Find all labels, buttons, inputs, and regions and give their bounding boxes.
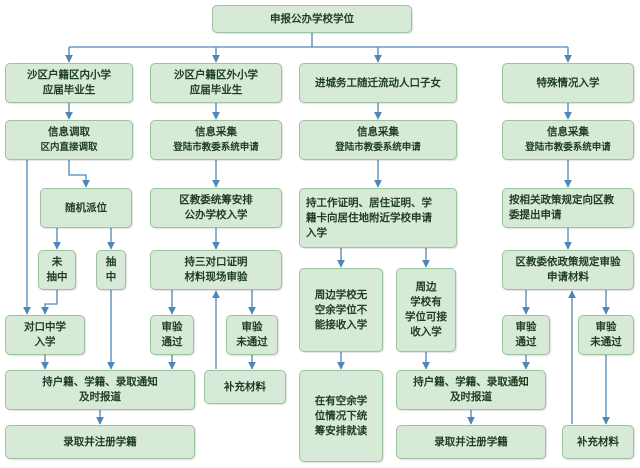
node-text-line: 登陆市教委系统申请 — [525, 142, 611, 153]
node-text-line: 及时报道 — [79, 391, 121, 403]
node-text-line: 抽中 — [46, 271, 68, 283]
node-text-line: 公办学校入学 — [184, 209, 248, 221]
c3-info-node: 信息采集登陆市教委系统申请 — [299, 120, 457, 160]
c2-arrange-node: 区教委统筹安排公办学校入学 — [150, 188, 282, 228]
node-text-line: 应届毕业生 — [189, 84, 243, 96]
node-text-line: 信息采集 — [357, 126, 399, 138]
node-text-line: 申请材料 — [547, 271, 589, 283]
node-text-line: 申报公办学校学位 — [270, 12, 354, 25]
node-text-line: 材料现场审验 — [184, 271, 248, 283]
node-text-line: 信息采集 — [547, 126, 589, 138]
node-text-line: 在有空余学 — [314, 394, 368, 407]
node-text-line: 审验 — [595, 321, 617, 333]
node-text-line: 区内直接调取 — [40, 142, 98, 153]
report-left-node: 持户籍、学籍、录取通知及时报道 — [5, 370, 195, 410]
c3-apply-node: 持工作证明、居住证明、学籍卡向居住地附近学校申请入学 — [299, 188, 457, 248]
c4-fail-node: 审验未通过 — [578, 315, 634, 355]
c4-submit-node: 按相关政策规定向区教委提出申请 — [502, 188, 634, 228]
node-text-line: 应届毕业生 — [42, 84, 96, 96]
node-text-line: 信息调取 — [48, 126, 90, 138]
node-text-line: 持工作证明、居住证明、学 — [306, 196, 432, 209]
node-text-line: 审验 — [515, 321, 537, 333]
node-text-line: 区教委统筹安排 — [179, 194, 253, 206]
node-text-line: 能接收入学 — [314, 318, 368, 331]
enroll-right-node: 录取并注册学籍 — [396, 425, 546, 459]
c1-random-node: 随机派位 — [40, 188, 132, 228]
node-text-line: 中 — [105, 271, 117, 283]
node-text-line: 持三对口证明 — [184, 256, 248, 268]
node-text-line: 录取并注册学籍 — [63, 435, 137, 448]
c4-info-node: 信息采集登陆市教委系统申请 — [502, 120, 634, 160]
node-text-line: 学校有 — [410, 296, 442, 308]
node-text-line: 学位可接 — [405, 311, 447, 323]
node-text-line: 按相关政策规定向区教 — [509, 194, 614, 206]
node-text-line: 通过 — [161, 336, 183, 348]
node-text-line: 进城务工随迁流动人口子女 — [315, 76, 441, 89]
node-text-line: 周边 — [415, 281, 437, 293]
c1-unselected-node: 未抽中 — [38, 250, 76, 290]
node-text-line: 入学 — [34, 336, 56, 348]
node-text-line: 及时报道 — [450, 391, 492, 403]
c4-title-node: 特殊情况入学 — [502, 63, 634, 103]
node-text-line: 未 — [51, 256, 63, 268]
node-text-line: 登陆市教委系统申请 — [173, 142, 259, 153]
node-text-line: 补充材料 — [224, 380, 266, 393]
c2-supplement-node: 补充材料 — [204, 370, 286, 404]
node-text-line: 补充材料 — [577, 435, 619, 448]
node-text-line: 特殊情况入学 — [536, 76, 600, 89]
node-text-line: 登陆市教委系统申请 — [335, 142, 421, 153]
c4-supplement-node: 补充材料 — [562, 425, 634, 459]
node-text-line: 录取并注册学籍 — [434, 435, 508, 448]
node-text-line: 持户籍、学籍、录取通知 — [413, 376, 529, 388]
node-text-line: 随机派位 — [65, 201, 107, 214]
c1-info-node: 信息调取区内直接调取 — [5, 120, 133, 160]
node-text-line: 通过 — [515, 336, 537, 348]
c1-selected-node: 抽中 — [96, 250, 126, 290]
node-text-line: 未通过 — [590, 336, 622, 348]
c2-verify-node: 持三对口证明材料现场审验 — [150, 250, 282, 290]
node-text-line: 筹安排就读 — [314, 424, 368, 437]
node-text-line: 籍卡向居住地附近学校申请 — [306, 211, 432, 224]
c1-school-node: 对口中学入学 — [5, 315, 85, 355]
node-text-line: 位情况下统 — [314, 409, 368, 422]
enroll-left-node: 录取并注册学籍 — [5, 425, 195, 459]
node-text-line: 信息采集 — [195, 126, 237, 138]
node-text-line: 持户籍、学籍、录取通知 — [42, 376, 158, 388]
node-text-line: 对口中学 — [24, 321, 66, 333]
node-text-line: 空余学位不 — [314, 303, 368, 316]
node-text-line: 审验 — [241, 321, 263, 333]
c2-pass-node: 审验通过 — [150, 315, 194, 355]
node-text-line: 委提出申请 — [509, 209, 562, 221]
c2-info-node: 信息采集登陆市教委系统申请 — [150, 120, 282, 160]
c3-title-node: 进城务工随迁流动人口子女 — [299, 63, 457, 103]
c3-coord-node: 在有空余学位情况下统筹安排就读 — [299, 370, 383, 462]
root-node: 申报公办学校学位 — [212, 5, 412, 33]
connector-arrow — [68, 160, 90, 188]
report-right-node: 持户籍、学籍、录取通知及时报道 — [396, 370, 546, 410]
c4-review-node: 区教委依政策规定审验申请材料 — [502, 250, 634, 290]
node-text-line: 沙区户籍区外小学 — [174, 69, 258, 81]
c3-space-node: 周边学校有学位可接收入学 — [396, 268, 456, 352]
node-text-line: 沙区户籍区内小学 — [27, 69, 111, 81]
c4-pass-node: 审验通过 — [502, 315, 550, 355]
node-text-line: 抽 — [105, 256, 117, 268]
connector-arrow — [41, 290, 58, 315]
c2-fail-node: 审验未通过 — [226, 315, 278, 355]
node-text-line: 入学 — [306, 226, 327, 239]
node-text-line: 周边学校无 — [314, 288, 368, 301]
c2-title-node: 沙区户籍区外小学应届毕业生 — [150, 63, 282, 103]
node-text-line: 收入学 — [410, 326, 442, 338]
node-text-line: 未通过 — [236, 336, 268, 348]
node-text-line: 审验 — [161, 321, 183, 333]
c3-nospace-node: 周边学校无空余学位不能接收入学 — [299, 268, 383, 352]
node-text-line: 区教委依政策规定审验 — [515, 256, 621, 268]
c1-title-node: 沙区户籍区内小学应届毕业生 — [5, 63, 133, 103]
